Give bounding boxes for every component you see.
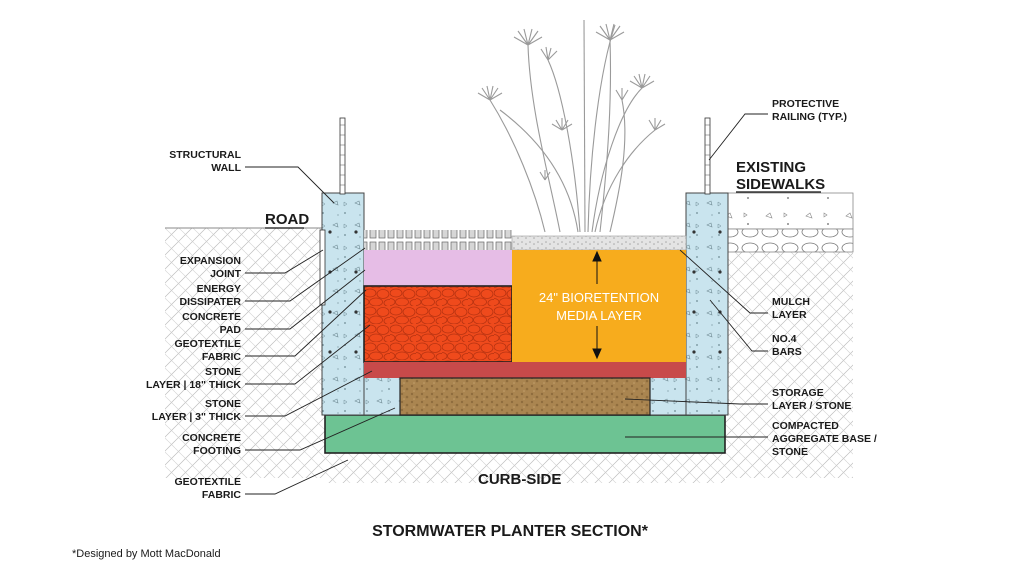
label-expansion-joint-2: JOINT xyxy=(210,268,242,280)
media-depth-arrow xyxy=(592,250,602,360)
sidewalk-slab xyxy=(726,192,854,230)
label-compacted-3: STONE xyxy=(772,446,808,458)
label-geotextile-lower-2: FABRIC xyxy=(202,489,242,501)
label-protective-railing-1: PROTECTIVE xyxy=(772,98,839,110)
expansion-joint xyxy=(319,229,326,306)
label-energy-dissipater-2: DISSIPATER xyxy=(180,296,242,308)
structural-wall-left xyxy=(321,192,365,416)
right-callouts: PROTECTIVE RAILING (TYP.) MULCH LAYER NO… xyxy=(772,98,877,458)
stone-layer-18 xyxy=(363,285,513,363)
concrete-footing xyxy=(324,414,726,454)
label-stone-18-2: LAYER | 18" THICK xyxy=(146,379,241,391)
stone-layer-3 xyxy=(364,362,686,378)
existing-label: EXISTING xyxy=(736,159,806,176)
mulch-layer xyxy=(511,235,687,251)
concrete-base-right xyxy=(649,376,687,416)
label-compacted-1: COMPACTED xyxy=(772,420,839,432)
label-concrete-pad-1: CONCRETE xyxy=(182,311,241,323)
label-structural-wall-2: WALL xyxy=(211,162,241,174)
label-concrete-footing-2: FOOTING xyxy=(193,445,241,457)
soil-right xyxy=(725,252,853,478)
footnote: *Designed by Mott MacDonald xyxy=(72,548,221,560)
label-structural-wall-1: STRUCTURAL xyxy=(169,149,241,161)
protective-railing-right xyxy=(704,117,711,195)
bioretention-media-layer xyxy=(512,250,686,362)
label-energy-dissipater-1: ENERGY xyxy=(197,283,241,295)
energy-dissipater-layer xyxy=(364,250,512,286)
label-stone-3-1: STONE xyxy=(205,398,241,410)
diagram-title: STORMWATER PLANTER SECTION* xyxy=(372,523,649,540)
label-expansion-joint-1: EXPANSION xyxy=(180,255,241,267)
media-label-line2: MEDIA LAYER xyxy=(556,308,642,323)
label-storage-2: LAYER / STONE xyxy=(772,400,851,412)
label-storage-1: STORAGE xyxy=(772,387,824,399)
label-stone-18-1: STONE xyxy=(205,366,241,378)
concrete-base-left xyxy=(363,376,401,416)
label-geotextile-upper-1: GEOTEXTILE xyxy=(174,338,241,350)
label-concrete-pad-2: PAD xyxy=(220,324,242,336)
label-mulch-1: MULCH xyxy=(772,296,810,308)
right-leader-lines xyxy=(624,113,768,438)
storage-layer-stone xyxy=(399,377,651,416)
energy-dissipater-grate xyxy=(364,230,512,250)
sidewalks-label: SIDEWALKS xyxy=(736,176,825,193)
label-concrete-footing-1: CONCRETE xyxy=(182,432,241,444)
curb-side-label: CURB-SIDE xyxy=(478,471,561,488)
label-no4-bars-1: NO.4 xyxy=(772,333,797,345)
label-geotextile-lower-1: GEOTEXTILE xyxy=(174,476,241,488)
left-callouts: STRUCTURAL WALL EXPANSION JOINT ENERGY D… xyxy=(146,149,242,501)
label-protective-railing-2: RAILING (TYP.) xyxy=(772,111,847,123)
left-leader-lines xyxy=(245,166,396,495)
label-stone-3-2: LAYER | 3" THICK xyxy=(152,411,242,423)
label-no4-bars-2: BARS xyxy=(772,346,802,358)
planter-vegetation xyxy=(477,19,666,233)
label-geotextile-upper-2: FABRIC xyxy=(202,351,242,363)
sidewalk-base xyxy=(726,228,854,253)
label-mulch-2: LAYER xyxy=(772,309,807,321)
protective-railing-left xyxy=(339,117,346,195)
road-label: ROAD xyxy=(265,211,309,228)
no4-bars xyxy=(328,230,722,354)
media-label-line1: 24" BIORETENTION xyxy=(539,290,659,305)
structural-wall-right xyxy=(685,192,729,416)
label-compacted-2: AGGREGATE BASE / xyxy=(772,433,877,445)
soil-bottom xyxy=(325,453,725,483)
